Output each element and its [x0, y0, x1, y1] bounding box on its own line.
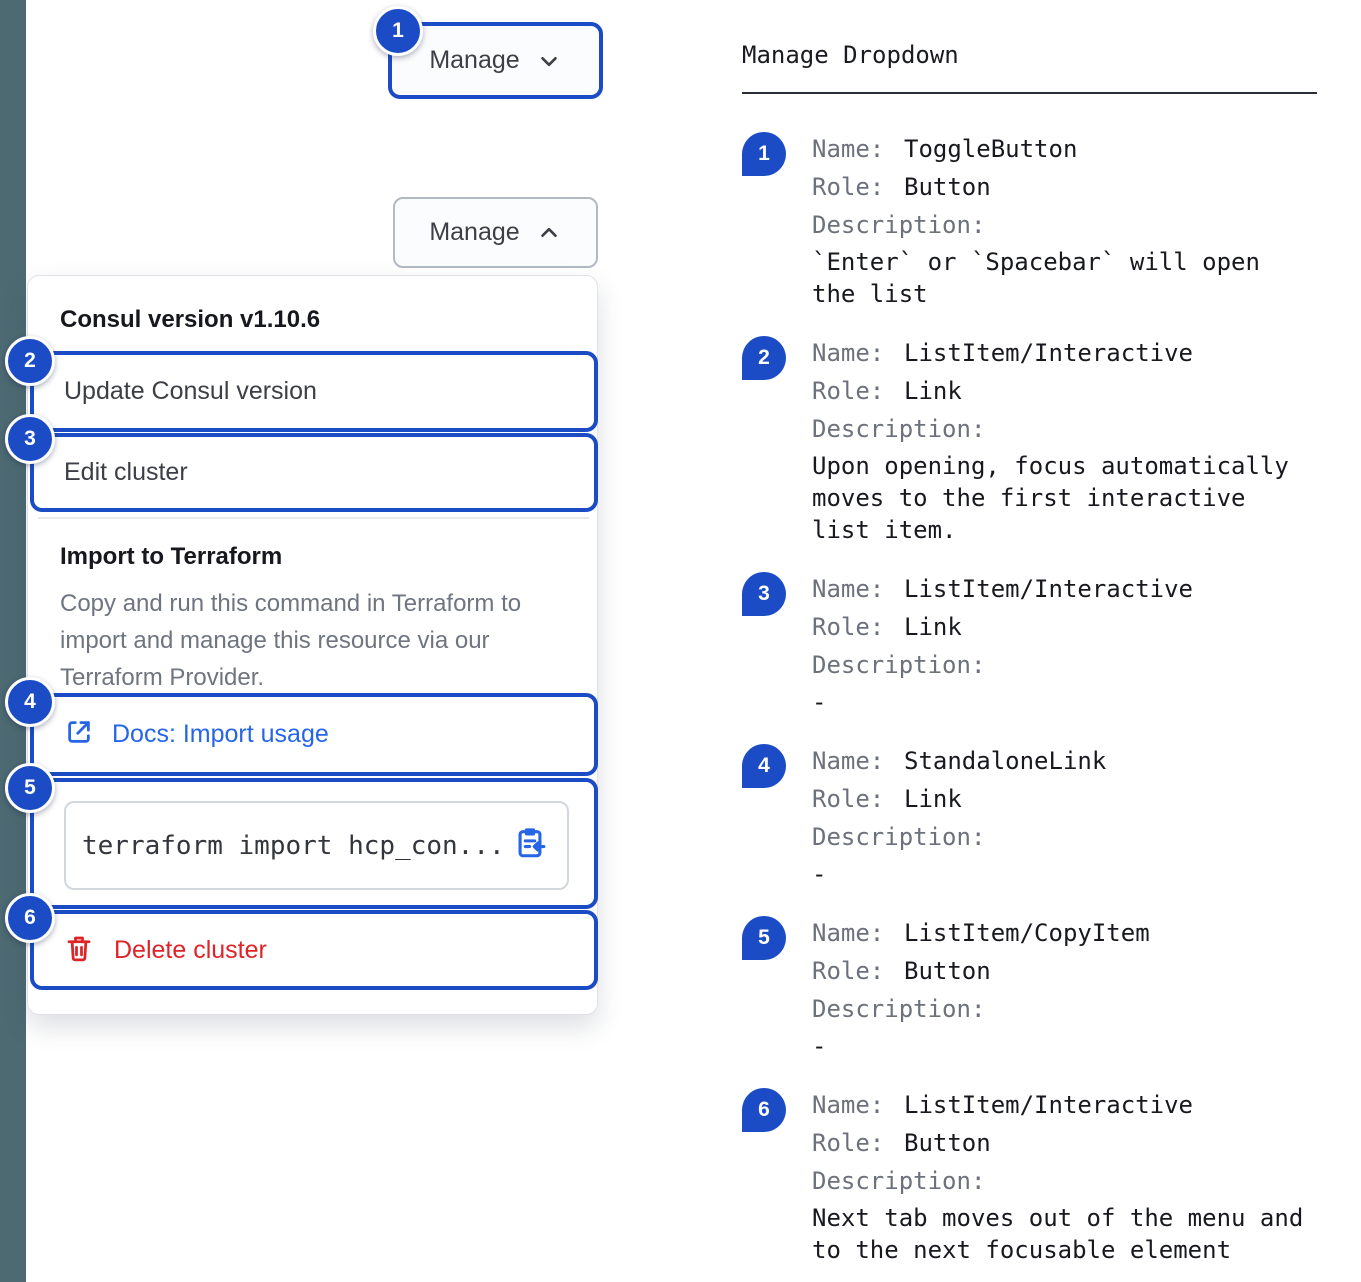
- description-value: Upon opening, focus automatically moves …: [812, 452, 1289, 544]
- manage-toggle-button-expanded[interactable]: Manage: [393, 197, 598, 268]
- role-value: Link: [904, 613, 962, 641]
- annotation-item: 3 Name: ListItem/Interactive Role: Link De…: [742, 570, 1320, 718]
- manage-toggle-label: Manage: [429, 46, 520, 74]
- description-value: `Enter` or `Spacebar` will open the list: [812, 248, 1260, 308]
- description-label: Description:: [812, 1167, 986, 1195]
- annotation-pin-badge: 5: [742, 916, 786, 960]
- clipboard-copy-icon[interactable]: [513, 826, 547, 865]
- name-label: Name:: [812, 747, 885, 775]
- consul-version-heading: Consul version v1.10.6: [60, 306, 321, 333]
- name-label: Name:: [812, 135, 885, 163]
- name-value: ListItem/CopyItem: [904, 919, 1150, 947]
- annotation-marker-4: 4: [5, 677, 55, 727]
- menu-item-edit-cluster[interactable]: Edit cluster: [30, 433, 598, 512]
- menu-item-label: Update Consul version: [64, 377, 317, 405]
- role-label: Role:: [812, 785, 885, 813]
- menu-item-update-consul-version[interactable]: Update Consul version: [30, 351, 598, 432]
- chevron-up-icon: [536, 220, 562, 246]
- external-link-icon: [64, 717, 94, 752]
- annotation-marker-3: 3: [5, 414, 55, 464]
- import-terraform-description: Copy and run this command in Terraform t…: [60, 590, 522, 691]
- name-label: Name:: [812, 339, 885, 367]
- name-label: Name:: [812, 575, 885, 603]
- menu-item-docs-import-usage[interactable]: Docs: Import usage: [30, 693, 598, 776]
- annotation-item: 1 Name: ToggleButton Role: Button Descript…: [742, 130, 1320, 310]
- menu-item-label: Edit cluster: [64, 458, 188, 486]
- description-label: Description:: [812, 211, 986, 239]
- name-value: ListItem/Interactive: [904, 1091, 1193, 1119]
- docs-import-usage-link[interactable]: Docs: Import usage: [112, 720, 329, 748]
- menu-divider: [38, 517, 589, 519]
- role-value: Button: [904, 957, 991, 985]
- description-label: Description:: [812, 651, 986, 679]
- role-value: Link: [904, 785, 962, 813]
- trash-icon: [64, 933, 94, 968]
- name-value: ListItem/Interactive: [904, 339, 1193, 367]
- annotation-marker-2: 2: [5, 336, 55, 386]
- doc-panel-title: Manage Dropdown: [742, 41, 959, 69]
- name-value: ToggleButton: [904, 135, 1078, 163]
- annotation-pin-badge: 4: [742, 744, 786, 788]
- manage-toggle-label: Manage: [429, 218, 520, 246]
- role-label: Role:: [812, 377, 885, 405]
- annotation-marker-5: 5: [5, 763, 55, 813]
- description-value: -: [812, 688, 827, 716]
- annotation-pin-badge: 1: [742, 132, 786, 176]
- description-value: -: [812, 1032, 827, 1060]
- name-value: StandaloneLink: [904, 747, 1107, 775]
- manage-toggle-button-collapsed[interactable]: Manage: [388, 22, 603, 99]
- annotation-pin-badge: 6: [742, 1088, 786, 1132]
- role-label: Role:: [812, 613, 885, 641]
- annotation-marker-6: 6: [5, 893, 55, 943]
- doc-panel-rule: [742, 92, 1317, 94]
- annotation-list: 1 Name: ToggleButton Role: Button Descript…: [742, 130, 1320, 1266]
- manage-dropdown-menu: [27, 275, 598, 1015]
- role-value: Link: [904, 377, 962, 405]
- annotation-item: 4 Name: StandaloneLink Role: Link Descript…: [742, 742, 1320, 890]
- description-label: Description:: [812, 415, 986, 443]
- role-label: Role:: [812, 173, 885, 201]
- terraform-command-text: terraform import hcp_con...: [82, 830, 501, 861]
- annotation-item: 5 Name: ListItem/CopyItem Role: Button Des…: [742, 914, 1320, 1062]
- description-value: Next tab moves out of the menu and to th…: [812, 1204, 1304, 1264]
- annotation-pin-badge: 3: [742, 572, 786, 616]
- role-label: Role:: [812, 957, 885, 985]
- role-value: Button: [904, 1129, 991, 1157]
- name-label: Name:: [812, 919, 885, 947]
- left-edge-strip: [0, 0, 26, 1282]
- terraform-command-field[interactable]: terraform import hcp_con...: [64, 801, 569, 890]
- menu-item-copy-command[interactable]: terraform import hcp_con...: [30, 778, 598, 909]
- import-terraform-heading: Import to Terraform: [60, 543, 283, 570]
- menu-item-delete-cluster[interactable]: Delete cluster: [30, 910, 598, 990]
- description-label: Description:: [812, 995, 986, 1023]
- description-label: Description:: [812, 823, 986, 851]
- annotation-item: 6 Name:ListItem/Interactive Role:Button …: [742, 1086, 1320, 1266]
- chevron-down-icon: [536, 48, 562, 74]
- delete-cluster-label: Delete cluster: [114, 935, 267, 964]
- annotation-pin-badge: 2: [742, 336, 786, 380]
- name-label: Name:: [812, 1091, 885, 1119]
- role-label: Role:: [812, 1129, 885, 1157]
- description-value: -: [812, 860, 827, 888]
- annotation-item: 2 Name: ListItem/Interactive Role: Link De…: [742, 334, 1320, 546]
- annotation-marker-1: 1: [373, 6, 423, 56]
- annotation-doc-panel: Manage Dropdown 1 Name: ToggleButton Role…: [742, 0, 1320, 1266]
- name-value: ListItem/Interactive: [904, 575, 1193, 603]
- role-value: Button: [904, 173, 991, 201]
